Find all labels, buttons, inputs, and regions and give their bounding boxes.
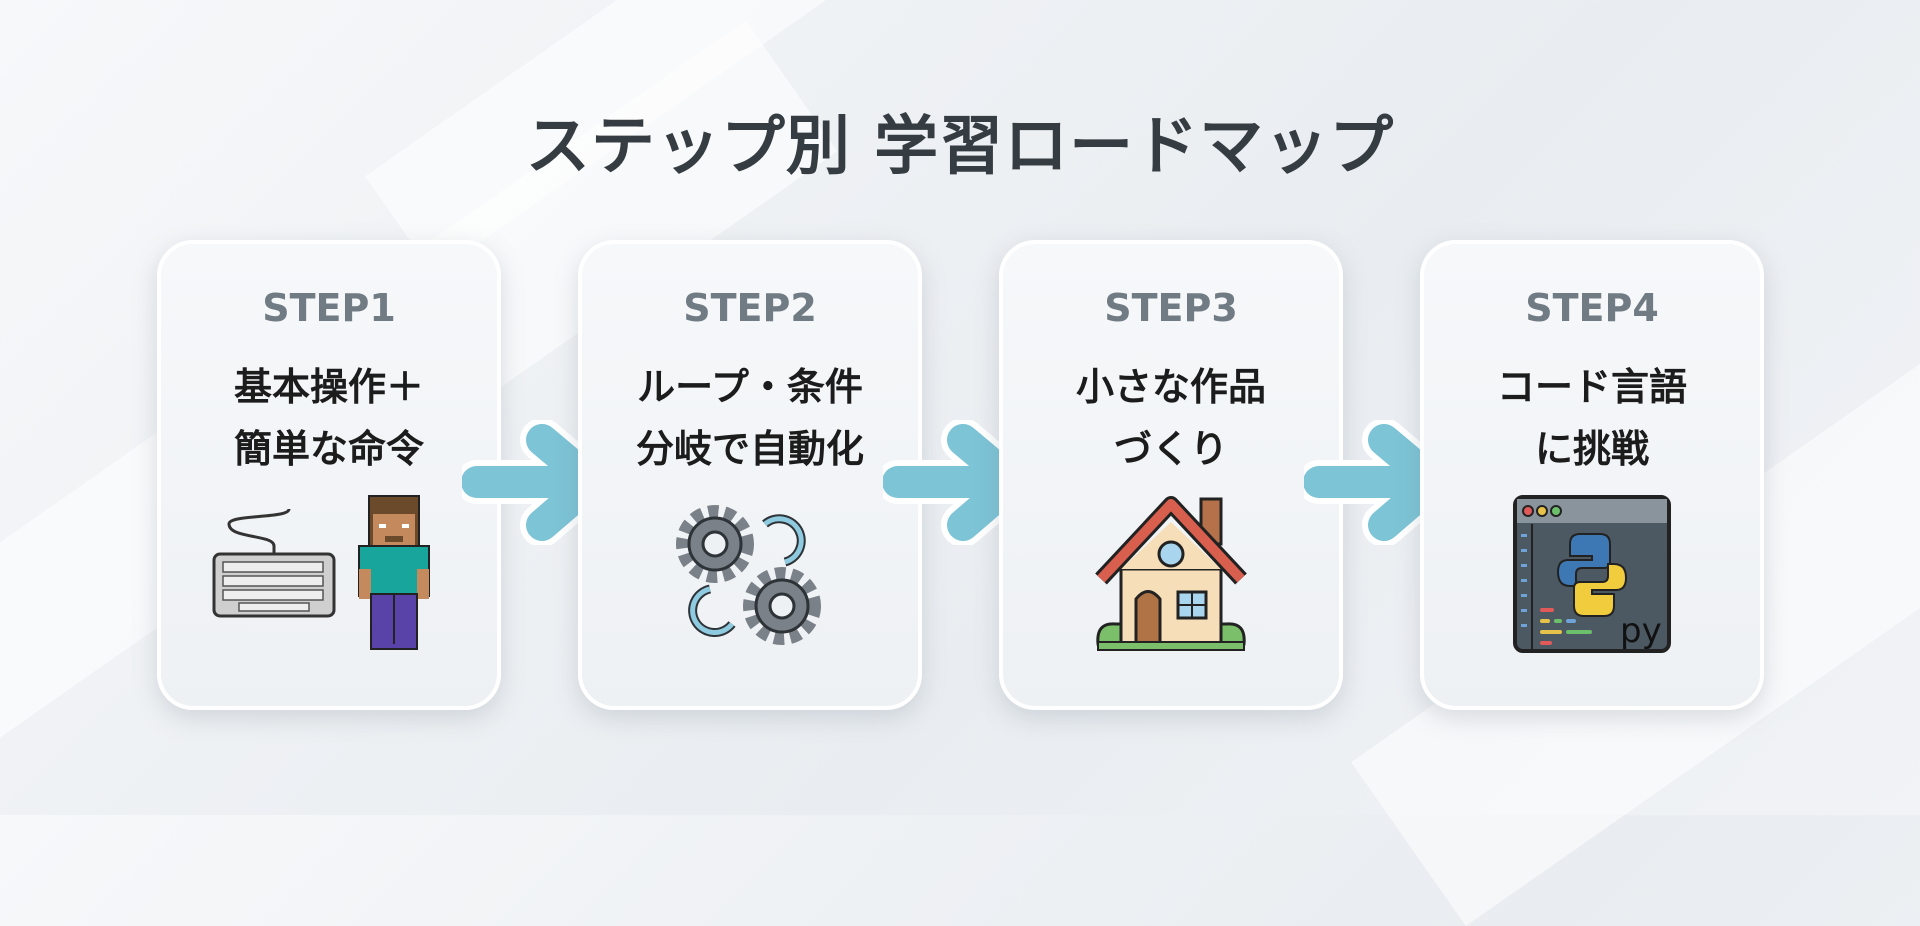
step-card-3: STEP3 小さな作品 づくり bbox=[999, 240, 1343, 710]
step-description: コード言語 に挑戦 bbox=[1424, 356, 1760, 480]
step-label: STEP3 bbox=[1104, 286, 1238, 330]
step-card-4: STEP4 コード言語 に挑戦 py bbox=[1420, 240, 1764, 710]
py-label: py bbox=[1620, 611, 1662, 651]
step-description: 基本操作＋ 簡単な命令 bbox=[161, 356, 497, 480]
desc-line: ループ・条件 bbox=[637, 365, 863, 409]
step-label: STEP4 bbox=[1525, 286, 1659, 330]
desc-line: 小さな作品 bbox=[1075, 365, 1266, 409]
keyboard-and-character-icon bbox=[212, 495, 430, 650]
step-card-2: STEP2 ループ・条件 分岐で自動化 bbox=[578, 240, 922, 710]
step-label: STEP1 bbox=[262, 286, 396, 330]
desc-line: コード言語 bbox=[1496, 365, 1687, 409]
house-icon bbox=[1095, 496, 1247, 651]
desc-line: に挑戦 bbox=[1534, 427, 1649, 471]
desc-line: 分岐で自動化 bbox=[635, 427, 864, 471]
python-editor-icon: py bbox=[1513, 495, 1671, 653]
desc-line: づくり bbox=[1113, 427, 1228, 471]
step-description: 小さな作品 づくり bbox=[1003, 356, 1339, 480]
gears-cycle-icon bbox=[676, 505, 821, 645]
desc-line: 簡単な命令 bbox=[233, 427, 424, 471]
step-label: STEP2 bbox=[683, 286, 817, 330]
page-title: ステップ別 学習ロードマップ bbox=[525, 110, 1395, 184]
desc-line: 基本操作＋ bbox=[233, 365, 424, 409]
step-card-1: STEP1 基本操作＋ 簡単な命令 bbox=[157, 240, 501, 710]
step-description: ループ・条件 分岐で自動化 bbox=[582, 356, 918, 480]
